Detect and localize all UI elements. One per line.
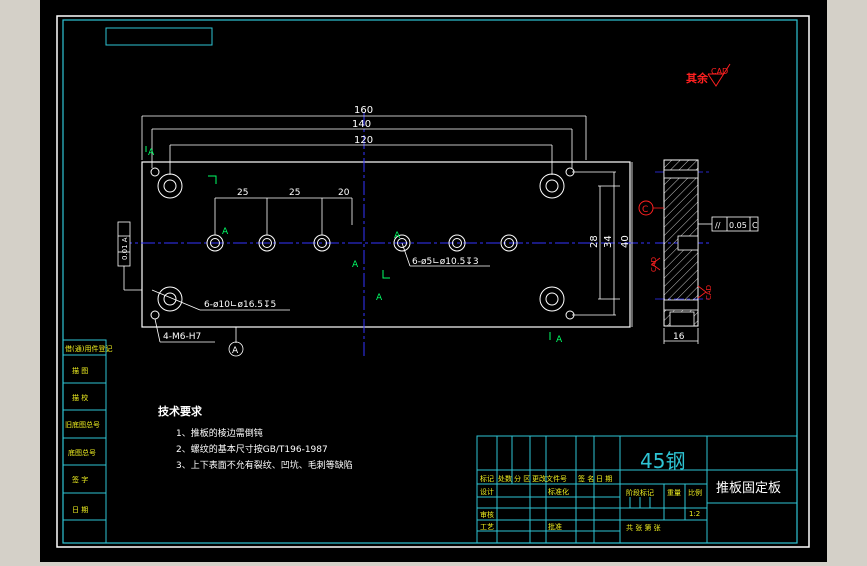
- side-roughness-label-2: CAD: [705, 285, 713, 300]
- datum-c-label: C: [642, 205, 648, 215]
- left-side-table-labels: 借(通)用件登记 描 图 描 校 旧底图总号 底图总号 签 字 日 期: [65, 344, 112, 514]
- svg-text:处数: 处数: [498, 474, 512, 483]
- left-side-table: [62, 339, 107, 544]
- dimension-40-label: 40: [620, 235, 631, 248]
- surface-note-text: 其余: [686, 71, 709, 85]
- section-mark-a1: A: [148, 148, 155, 158]
- dimension-140: [151, 128, 573, 168]
- dimension-160: [141, 115, 587, 160]
- svg-text:分 区: 分 区: [514, 474, 530, 483]
- drawing-background: [40, 0, 827, 562]
- slot-hole-note: 6-ø5∟ø10.5↧3: [412, 257, 479, 267]
- counterbore-leader: [151, 289, 201, 311]
- svg-text://: //: [715, 221, 721, 230]
- title-block: [476, 435, 798, 544]
- sheet-outer-border: [56, 15, 810, 548]
- section-mark-a5: A: [394, 231, 401, 241]
- svg-text:0.05: 0.05: [729, 221, 747, 230]
- svg-text:旧底图总号: 旧底图总号: [65, 420, 100, 429]
- dimension-160-label: 160: [354, 105, 373, 116]
- side-roughness-label-1: CAD: [650, 257, 658, 272]
- svg-text:A: A: [232, 346, 239, 356]
- side-roughness-icon-1: [651, 257, 661, 271]
- svg-text:阶段标记: 阶段标记: [626, 488, 654, 497]
- center-hole-row: [206, 234, 518, 252]
- spacing-25a-label: 25: [237, 188, 248, 198]
- svg-text:底图总号: 底图总号: [68, 448, 96, 457]
- technical-requirements: 技术要求 1、推板的棱边需倒钝 2、螺纹的基本尺寸按GB/T196-1987 3…: [158, 404, 353, 471]
- part-name-label: 推板固定板: [716, 481, 781, 496]
- tech-req-heading: 技术要求: [158, 404, 203, 418]
- plate-outline: [141, 161, 631, 328]
- svg-text:描 校: 描 校: [72, 393, 88, 402]
- dimension-34-label: 34: [603, 235, 614, 248]
- flatness-tolerance-frame: 0.01 A: [117, 221, 142, 291]
- dimension-120-label: 120: [354, 135, 373, 146]
- thread-leader: [154, 318, 161, 343]
- dimension-120: [169, 144, 553, 175]
- dimension-28-label: 28: [589, 235, 600, 248]
- svg-text:日 期: 日 期: [72, 506, 88, 514]
- side-view-slot: [677, 235, 699, 251]
- spacing-25b-label: 25: [289, 188, 300, 198]
- right-dimensions: [572, 162, 633, 327]
- side-view-bottom-recess: [669, 311, 695, 327]
- tech-req-item-1: 1、推板的棱边需倒钝: [176, 427, 263, 439]
- section-mark-a4: A: [376, 293, 383, 303]
- plan-view: 160 140 120: [117, 105, 650, 357]
- material-label: 45钢: [640, 449, 685, 473]
- svg-text:比例: 比例: [688, 488, 702, 497]
- sheet-inner-border: [62, 19, 798, 544]
- tech-req-item-3: 3、上下表面不允有裂纹、凹坑、毛刺等缺陷: [176, 459, 353, 471]
- slot-hole-leader: [401, 242, 411, 267]
- svg-text:重量: 重量: [667, 489, 681, 497]
- datum-a-symbol: A: [228, 327, 244, 357]
- spacing-20-label: 20: [338, 188, 350, 198]
- side-section-view: C CAD CAD // 0.05 C 16: [638, 159, 759, 344]
- parallelism-tolerance-frame: // 0.05 C: [698, 216, 759, 232]
- svg-text:批准: 批准: [548, 522, 562, 531]
- svg-text:更改文件号: 更改文件号: [532, 474, 567, 483]
- svg-text:借(通)用件登记: 借(通)用件登记: [65, 344, 112, 353]
- hole-spacing-dims: [214, 197, 353, 235]
- svg-text:审核: 审核: [480, 510, 494, 519]
- section-mark-a2: A: [222, 227, 229, 237]
- side-width-label: 16: [673, 332, 685, 342]
- svg-text:设计: 设计: [480, 487, 494, 496]
- surface-roughness-icon: [707, 63, 731, 87]
- svg-text:日 期: 日 期: [596, 475, 612, 483]
- counterbore-note: 6-ø10∟ø16.5↧5: [204, 300, 276, 310]
- svg-text:标准化: 标准化: [548, 487, 569, 496]
- dimension-140-label: 140: [352, 119, 371, 130]
- section-mark-a3: A: [352, 260, 359, 270]
- tech-req-item-2: 2、螺纹的基本尺寸按GB/T196-1987: [176, 443, 328, 455]
- svg-text:0.01 A: 0.01 A: [121, 237, 129, 260]
- svg-text:签 名: 签 名: [578, 474, 594, 483]
- svg-text:描 图: 描 图: [72, 366, 88, 375]
- svg-text:标记: 标记: [480, 474, 494, 483]
- side-view-upper-bore: [663, 169, 699, 179]
- svg-text:1:2: 1:2: [689, 510, 700, 518]
- svg-text:共 张 第 张: 共 张 第 张: [626, 523, 661, 532]
- surface-symbol-text: CAD: [711, 67, 728, 76]
- side-roughness-icon-2: [697, 285, 707, 299]
- section-mark-a6: A: [556, 335, 563, 345]
- side-width-dimension: [663, 328, 699, 344]
- thread-note: 4-M6-H7: [163, 332, 201, 342]
- svg-text:C: C: [752, 221, 758, 230]
- title-block-labels: 标记 处数 分 区 更改文件号 签 名 日 期 设计 标准化 审核 工艺 批准 …: [480, 474, 702, 532]
- corner-holes: [157, 173, 565, 312]
- svg-text:工艺: 工艺: [480, 523, 494, 531]
- svg-text:签 字: 签 字: [72, 475, 88, 484]
- section-arrows: [145, 146, 551, 340]
- side-view-lower-bore: [663, 299, 699, 311]
